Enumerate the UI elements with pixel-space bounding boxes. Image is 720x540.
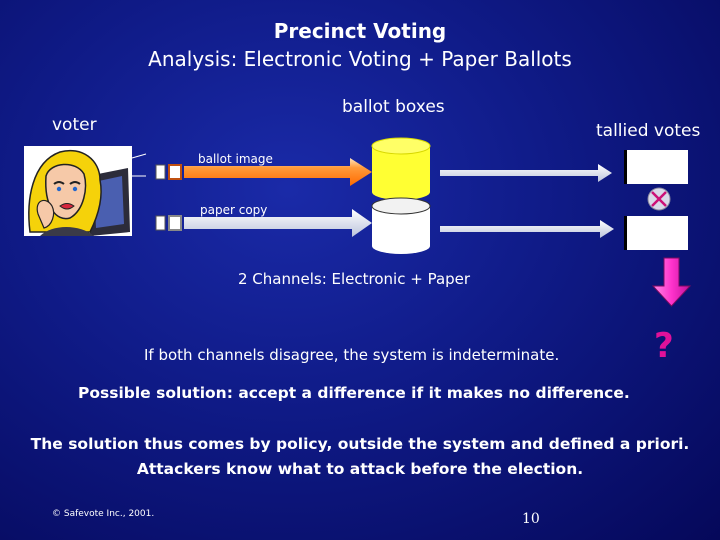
voter-clipart-icon bbox=[24, 146, 147, 236]
slide-subtitle: Analysis: Electronic Voting + Paper Ball… bbox=[148, 47, 572, 71]
paper-copy-arrow bbox=[184, 209, 372, 237]
possible-solution-statement: Possible solution: accept a difference i… bbox=[78, 384, 630, 402]
ballot-boxes-label: ballot boxes bbox=[342, 97, 445, 117]
policy-statement-line1: The solution thus comes by policy, outsi… bbox=[30, 435, 690, 453]
tallied-votes-label: tallied votes bbox=[596, 121, 701, 141]
tallied-votes-sheet-lower bbox=[624, 216, 688, 250]
cylinder-ballot-box-icon bbox=[371, 197, 431, 254]
down-arrow-icon bbox=[651, 257, 692, 307]
slide-title: Precinct Voting bbox=[273, 19, 447, 43]
paper-copy-label: paper copy bbox=[200, 203, 268, 217]
tallied-votes-sheet-upper bbox=[624, 150, 688, 184]
policy-statement-line2: Attackers know what to attack before the… bbox=[136, 460, 584, 478]
cylinder-ballot-box-icon bbox=[371, 137, 431, 200]
copyright-footer: © Safevote Inc., 2001. bbox=[52, 509, 155, 519]
tally-arrow-lower bbox=[440, 220, 614, 238]
channels-caption: 2 Channels: Electronic + Paper bbox=[238, 270, 471, 288]
tally-arrow-upper bbox=[440, 164, 612, 182]
ballot-square-icon bbox=[155, 164, 182, 231]
voter-label: voter bbox=[52, 115, 97, 135]
ballot-image-arrow bbox=[184, 158, 372, 186]
indeterminate-statement: If both channels disagree, the system is… bbox=[144, 346, 560, 364]
mismatch-x-icon bbox=[647, 187, 671, 211]
page-number: 10 bbox=[522, 511, 540, 527]
question-mark: ? bbox=[654, 326, 674, 366]
ballot-image-label: ballot image bbox=[198, 152, 273, 166]
